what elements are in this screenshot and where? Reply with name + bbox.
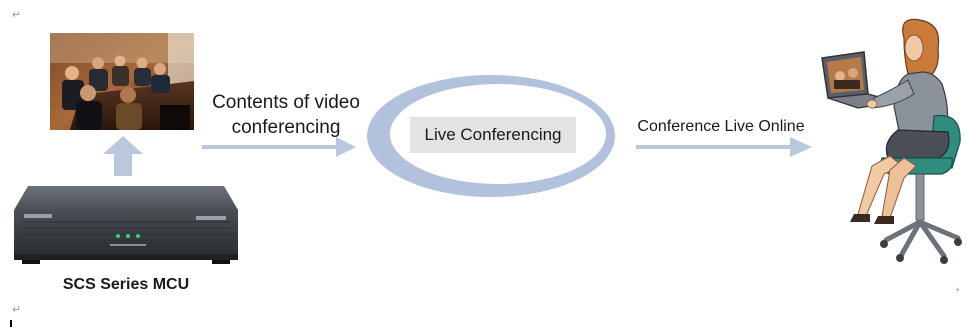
online-label: Conference Live Online <box>637 118 805 135</box>
dot-mark: + <box>955 285 961 295</box>
right-arrow-right <box>636 137 812 157</box>
text-cursor <box>10 320 12 327</box>
woman-laptop-illustration <box>821 18 962 264</box>
contents-label-line1: Contents of video <box>212 92 360 113</box>
live-conferencing-box: Live Conferencing <box>410 117 576 153</box>
up-arrow <box>103 136 143 176</box>
meeting-room-photo <box>50 33 194 130</box>
return-mark-bottom: ↵ <box>12 304 22 316</box>
live-conferencing-label: Live Conferencing <box>424 125 562 144</box>
mcu-device <box>14 186 238 264</box>
return-mark-top: ↵ <box>12 9 22 21</box>
contents-label-line2: conferencing <box>231 117 341 138</box>
mcu-label: SCS Series MCU <box>62 276 190 293</box>
right-arrow-left <box>202 137 356 157</box>
